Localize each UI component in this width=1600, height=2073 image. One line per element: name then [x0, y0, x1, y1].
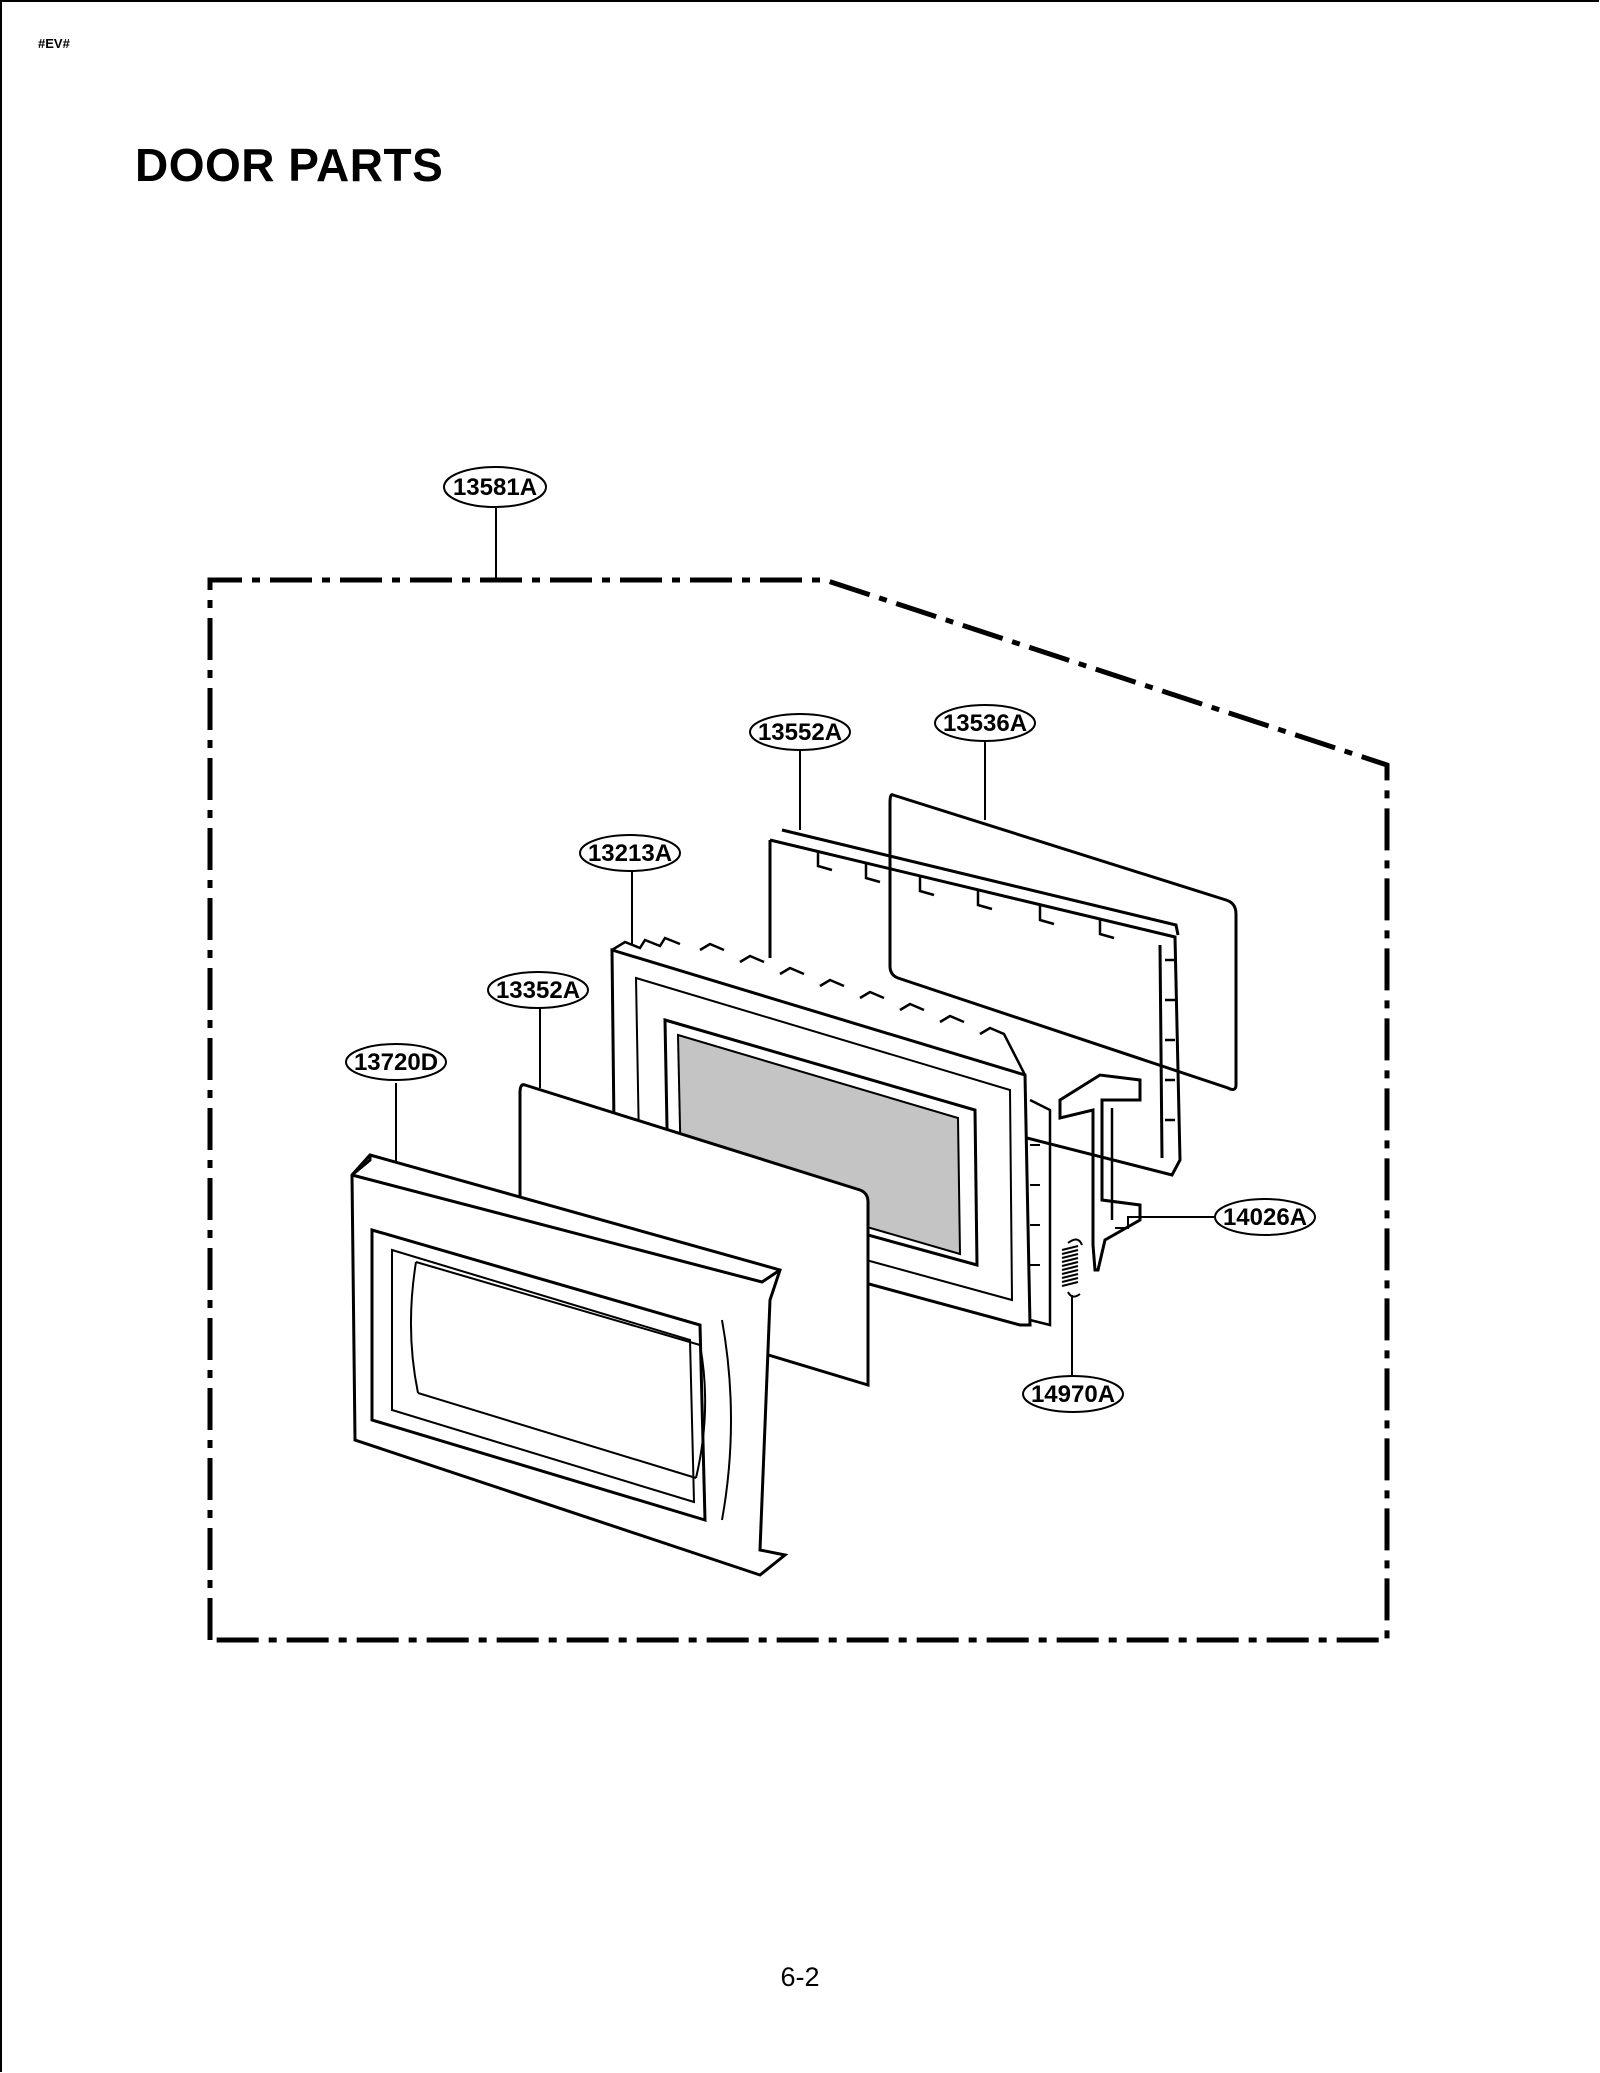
page-number: 6-2	[780, 1962, 820, 1992]
callout-labels: 13581A 13536A 13552A 13213A 13352A 13720…	[354, 474, 1307, 1408]
assembly-boundary	[207, 577, 1390, 1643]
callout-14970A	[1022, 1375, 1124, 1413]
label-14970A: 14970A	[1031, 1381, 1115, 1408]
label-13352A: 13352A	[496, 977, 580, 1004]
page-title: DOOR PARTS	[135, 139, 444, 191]
choke-cover-rear-part	[768, 828, 1182, 1272]
callout-13581A	[443, 466, 547, 508]
spring-part	[1061, 1238, 1083, 1298]
callout-13213A	[579, 834, 681, 872]
callout-bubbles	[345, 466, 1316, 1413]
leader-lines	[395, 508, 1215, 1375]
label-13213A: 13213A	[588, 840, 672, 867]
callout-14026A	[1214, 1198, 1316, 1236]
callout-13536A	[934, 704, 1036, 742]
callout-13352A	[487, 971, 589, 1009]
document-code: #EV#	[38, 36, 70, 51]
choke-cover-front-part	[518, 1083, 870, 1388]
label-13581A: 13581A	[453, 474, 537, 501]
callout-13552A	[749, 713, 851, 751]
label-13552A: 13552A	[758, 719, 842, 746]
callout-13720D	[345, 1043, 447, 1081]
rear-cover-part	[888, 793, 1238, 1091]
label-13536A: 13536A	[943, 710, 1027, 737]
label-13720D: 13720D	[354, 1049, 438, 1076]
label-14026A: 14026A	[1223, 1204, 1307, 1231]
door-frame-part	[350, 1153, 789, 1577]
